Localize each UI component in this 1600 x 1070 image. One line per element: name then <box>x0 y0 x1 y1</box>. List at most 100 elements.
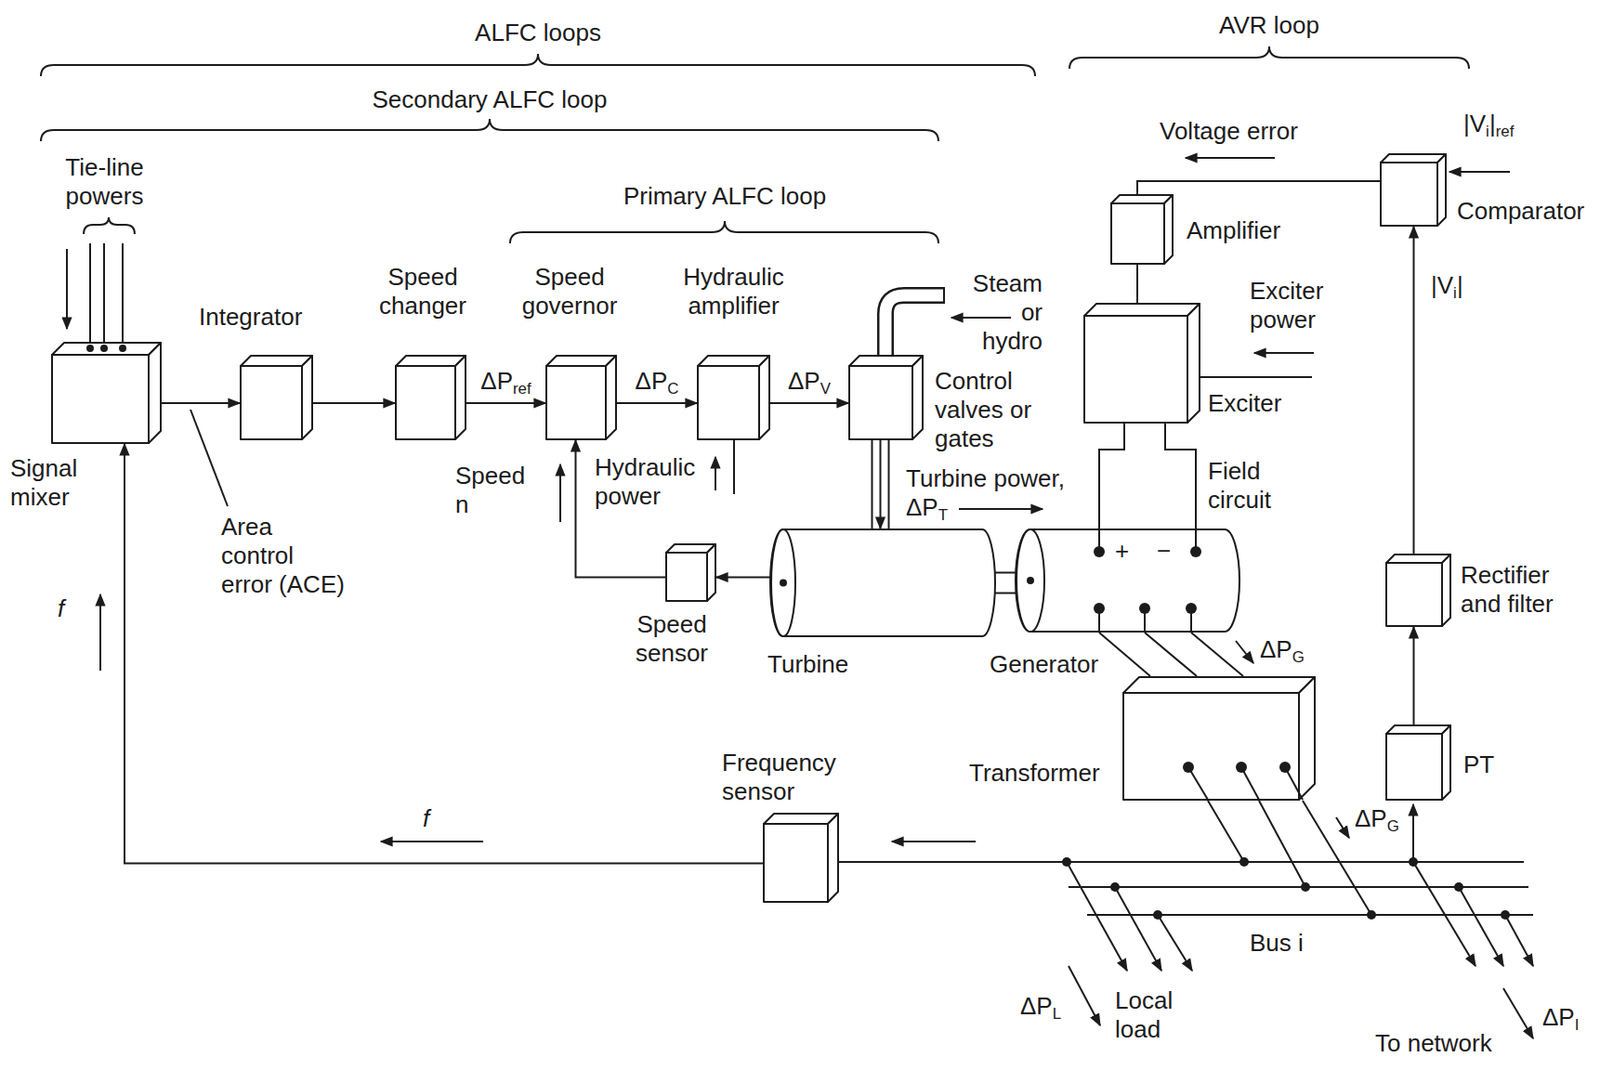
annotation: Turbine power, ΔPT <box>905 464 1078 523</box>
component-box: PT <box>1385 724 1452 801</box>
annotation: Speed n <box>455 461 530 520</box>
connector <box>616 402 697 405</box>
shape-outline <box>51 341 162 445</box>
connector <box>770 402 849 405</box>
component-label: Amplifier <box>1186 216 1326 246</box>
annotation: Tie-line powers <box>51 153 158 211</box>
annotation: ΔPG <box>1259 635 1325 665</box>
connector-line <box>993 572 1018 575</box>
shape-outline <box>762 813 840 904</box>
power-arrow <box>1235 641 1254 664</box>
annotation: AVR loop <box>1176 11 1363 40</box>
leader-line <box>190 409 228 507</box>
connector-line <box>161 402 240 405</box>
component-label: Turbine <box>767 650 889 680</box>
annotation: Local load <box>1114 986 1199 1045</box>
annotation: ALFC loops <box>445 18 631 48</box>
shape-outline <box>545 354 617 441</box>
brace <box>40 118 939 142</box>
shape-outline <box>1385 553 1452 628</box>
component-label: Control valves or gates <box>934 367 1049 455</box>
connector-line <box>1099 632 1151 677</box>
shape-outline <box>394 354 467 441</box>
annotation: ΔPI <box>1542 1003 1594 1033</box>
steam-arrow <box>951 316 1011 319</box>
component-box: Amplifier <box>1110 194 1174 265</box>
connector <box>1099 423 1196 529</box>
hydraulic-power-arrow <box>714 457 717 491</box>
connector-line <box>313 402 395 405</box>
annotation: ΔPL <box>1020 992 1076 1022</box>
shape-outline <box>1083 302 1201 424</box>
connector-line <box>1136 264 1139 303</box>
component-box: Speed governor <box>545 354 617 441</box>
power-arrow <box>1503 988 1534 1039</box>
shape-outline <box>696 354 771 441</box>
component-box: Frequency sensor <box>762 813 840 904</box>
network-arrow <box>1458 887 1504 967</box>
connector <box>1136 264 1139 303</box>
signal-arrow <box>65 249 68 329</box>
shape-outline <box>239 354 314 441</box>
signal-label: ΔPC <box>633 367 682 396</box>
shape-outline <box>1379 153 1447 227</box>
load-arrow <box>1114 887 1162 971</box>
connector <box>313 402 395 405</box>
connector-line <box>716 577 771 579</box>
machine-cylinder: Generator+− <box>1015 528 1240 633</box>
connector <box>161 402 240 405</box>
component-label: Exciter <box>1207 389 1329 419</box>
machine-cylinder: Turbine <box>770 528 996 638</box>
component-label: Signal mixer <box>10 454 104 512</box>
transformer-lead <box>1207 800 1372 916</box>
annotation: Bus i <box>1249 929 1343 958</box>
steam-pipe <box>885 295 944 359</box>
connector-line <box>1413 627 1416 725</box>
load-arrow <box>1157 915 1193 971</box>
terminal-sign: + <box>1114 537 1136 566</box>
annotation: Area control error (ACE) <box>221 512 348 601</box>
component-label: Speed sensor <box>620 610 723 669</box>
annotation: |Vi|ref <box>1463 109 1575 139</box>
bus-dot <box>1366 910 1377 920</box>
connector <box>124 444 763 865</box>
connector <box>1137 181 1380 195</box>
signal-label: ΔPref <box>478 367 533 396</box>
connector <box>716 577 771 579</box>
steam-pipe <box>885 295 945 363</box>
power-arrow <box>1068 966 1101 1026</box>
component-label: Generator <box>989 650 1139 680</box>
component-box: Control valves or gates <box>848 354 924 441</box>
exciter-power-arrow <box>1254 352 1314 355</box>
annotation: f <box>422 804 451 834</box>
connector-line <box>466 402 546 405</box>
component-box: Hydraulic amplifier <box>696 354 771 441</box>
connector-line <box>770 402 849 405</box>
reference-arrow <box>1449 170 1510 173</box>
pipe-wall <box>871 440 874 529</box>
annotation: |Vi| <box>1430 271 1496 301</box>
connector-line <box>1413 226 1416 554</box>
annotation: Steam or hydro <box>957 269 1043 357</box>
component-box: Rectifier and filter <box>1385 553 1452 628</box>
annotation: Exciter power <box>1249 276 1352 335</box>
connector-line <box>879 440 882 529</box>
component-box: Speed sensor <box>665 543 717 603</box>
component-label: Hydraulic amplifier <box>670 262 797 321</box>
shape-outline <box>665 543 717 603</box>
annotation: f <box>57 594 86 624</box>
brace <box>83 217 135 235</box>
component-box: Comparator <box>1379 153 1447 227</box>
connector <box>1413 226 1416 554</box>
exciter-power-line <box>1200 376 1312 379</box>
component-label: Integrator <box>198 302 339 332</box>
connector-line <box>1191 632 1244 677</box>
load-arrow <box>1066 862 1128 971</box>
connector-line <box>1144 632 1197 677</box>
frequency-arrow <box>891 840 976 843</box>
network-arrow <box>1413 862 1476 967</box>
power-arrow <box>1336 817 1350 839</box>
brace <box>1069 46 1469 69</box>
annotation: To network <box>1375 1029 1534 1059</box>
